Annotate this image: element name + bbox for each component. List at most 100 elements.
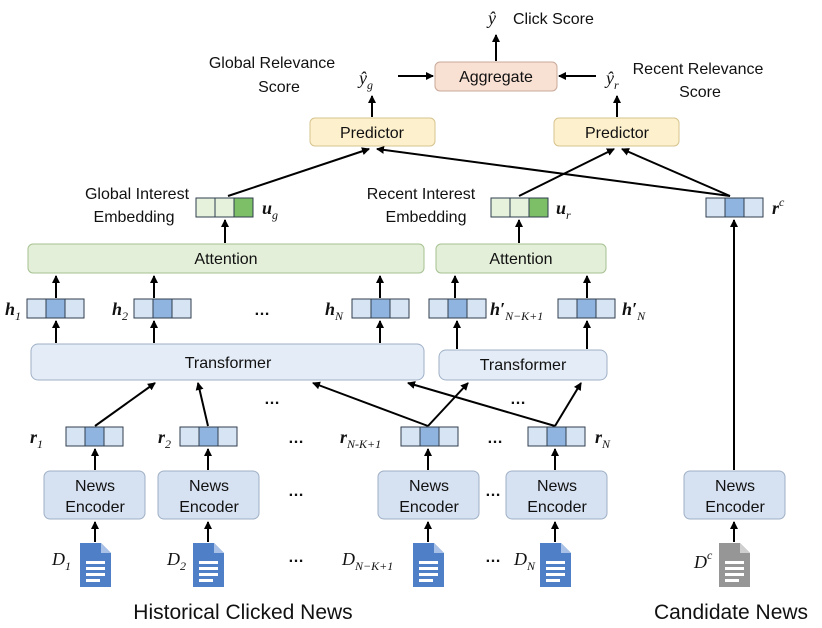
document-N-label: DN <box>513 549 536 573</box>
news-vector-r1 <box>65 426 124 447</box>
recent-attention-label: Attention <box>489 251 552 268</box>
candidate-news-vector <box>705 197 764 218</box>
news-encoder-candidate: News Encoder <box>683 470 786 520</box>
click-score-label: Click Score <box>513 11 594 28</box>
news-encoder-1-line1: News <box>75 478 115 495</box>
ellipsis-recent-transformer-inputs: … <box>510 391 526 408</box>
historical-clicked-news-label: Historical Clicked News <box>133 601 352 624</box>
ellipsis-encoders: … <box>288 483 304 500</box>
hidden-vector-hN <box>351 298 410 319</box>
document-1-label: D1 <box>51 549 71 573</box>
news-encoder-3-line2: Encoder <box>399 499 459 516</box>
recent-predictor-box: Predictor <box>553 117 680 147</box>
global-embedding-label-line1: Global Interest <box>85 186 190 203</box>
click-score-symbol: ŷ <box>486 8 496 28</box>
ellipsis-transformer-inputs: … <box>264 391 280 408</box>
ellipsis-news-vectors: … <box>288 430 304 447</box>
hidden-hprime-N-symbol: h′N <box>622 299 646 323</box>
recent-score-label-line2: Score <box>679 84 721 101</box>
hidden-vector-h2 <box>133 298 192 319</box>
recent-predictor-label: Predictor <box>585 125 650 142</box>
news-encoder-4-line2: Encoder <box>527 499 587 516</box>
recent-embedding-label-line2: Embedding <box>386 209 467 226</box>
hidden-vector-hprime-N <box>557 298 616 319</box>
arrow-rN-to-recent-transformer <box>554 382 582 427</box>
arrow-rNK1-to-recent-transformer <box>427 382 469 427</box>
recent-transformer-box: Transformer <box>438 349 608 381</box>
ellipsis-documents-recent: … <box>485 549 501 566</box>
news-encoder-2: News Encoder <box>157 470 260 520</box>
global-relevance-score: Global Relevance Score ŷg <box>209 55 373 96</box>
aggregate-box: Aggregate <box>434 61 558 92</box>
global-score-label-line1: Global Relevance <box>209 55 335 72</box>
news-encoder-1-line2: Encoder <box>65 499 125 516</box>
arrow-rNK1-to-transformer <box>312 381 429 427</box>
recent-score-label-line1: Recent Relevance <box>633 61 764 78</box>
hidden-vector-hprime-first <box>428 298 487 319</box>
recent-embedding-symbol: ur <box>556 198 571 222</box>
news-encoder-3-line1: News <box>409 478 449 495</box>
global-interest-embedding-vector <box>195 197 254 218</box>
global-attention-box: Attention <box>27 243 425 274</box>
document-icon <box>80 543 111 587</box>
news-vector-rN-symbol: rN <box>595 427 611 451</box>
document-icon <box>540 543 571 587</box>
recent-embedding-label-line1: Recent Interest <box>367 186 476 203</box>
arrow-r1-to-transformer <box>94 382 156 427</box>
recent-attention-box: Attention <box>435 243 607 274</box>
aggregate-label: Aggregate <box>459 69 533 86</box>
news-encoder-2-line2: Encoder <box>179 499 239 516</box>
global-predictor-label: Predictor <box>340 125 405 142</box>
hidden-h2-symbol: h2 <box>112 299 128 323</box>
arrow-r2-to-transformer <box>195 382 209 427</box>
hidden-hprime-first-symbol: h′N−K+1 <box>490 299 543 323</box>
news-vector-r2-symbol: r2 <box>158 427 171 451</box>
document-NK1-label: DN−K+1 <box>341 549 393 573</box>
ellipsis-hidden: … <box>254 302 270 319</box>
candidate-document-label: Dc <box>693 548 713 572</box>
document-icon <box>413 543 444 587</box>
hidden-vector-h1 <box>26 298 85 319</box>
news-vector-r1-symbol: r1 <box>30 427 43 451</box>
hidden-h1-symbol: h1 <box>5 299 21 323</box>
global-predictor-box: Predictor <box>309 117 436 147</box>
candidate-document-icon <box>719 543 750 587</box>
recent-interest-embedding-vector <box>490 197 549 218</box>
arrow-ug-to-global-predictor <box>227 147 370 197</box>
ellipsis-documents: … <box>288 549 304 566</box>
recent-score-symbol: ŷr <box>604 68 619 92</box>
news-encoder-4: News Encoder <box>505 470 608 520</box>
recent-relevance-score: ŷr Recent Relevance Score <box>604 61 763 101</box>
news-vector-rNK1-symbol: rN-K+1 <box>340 427 381 451</box>
global-attention-label: Attention <box>194 251 257 268</box>
document-icon <box>193 543 224 587</box>
recent-transformer-label: Transformer <box>480 357 567 374</box>
arrow-rc-to-global-predictor <box>376 145 731 197</box>
global-embedding-symbol: ug <box>262 198 278 222</box>
ellipsis-encoders-recent: … <box>485 483 501 500</box>
candidate-vector-symbol: rc <box>772 195 785 218</box>
global-score-symbol: ŷg <box>357 68 373 92</box>
news-encoder-4-line1: News <box>537 478 577 495</box>
news-vector-rN <box>527 426 586 447</box>
global-transformer-label: Transformer <box>185 355 272 372</box>
news-encoder-1: News Encoder <box>43 470 146 520</box>
news-encoder-2-line1: News <box>189 478 229 495</box>
document-2-label: D2 <box>166 549 186 573</box>
news-encoder-candidate-line2: Encoder <box>705 499 765 516</box>
news-vector-rNK1 <box>400 426 459 447</box>
news-encoder-3: News Encoder <box>377 470 480 520</box>
arrow-rc-to-recent-predictor <box>621 148 731 197</box>
arrow-rN-to-transformer <box>407 381 556 427</box>
global-score-label-line2: Score <box>258 79 300 96</box>
candidate-news-label: Candidate News <box>654 601 808 624</box>
news-encoder-candidate-line1: News <box>715 478 755 495</box>
hidden-hN-symbol: hN <box>325 299 344 323</box>
arrow-ur-to-recent-predictor <box>518 148 615 197</box>
global-transformer-box: Transformer <box>30 343 425 381</box>
ellipsis-news-vectors-recent: … <box>487 430 503 447</box>
click-score-output: ŷ Click Score <box>486 8 594 28</box>
global-embedding-label-line2: Embedding <box>94 209 175 226</box>
